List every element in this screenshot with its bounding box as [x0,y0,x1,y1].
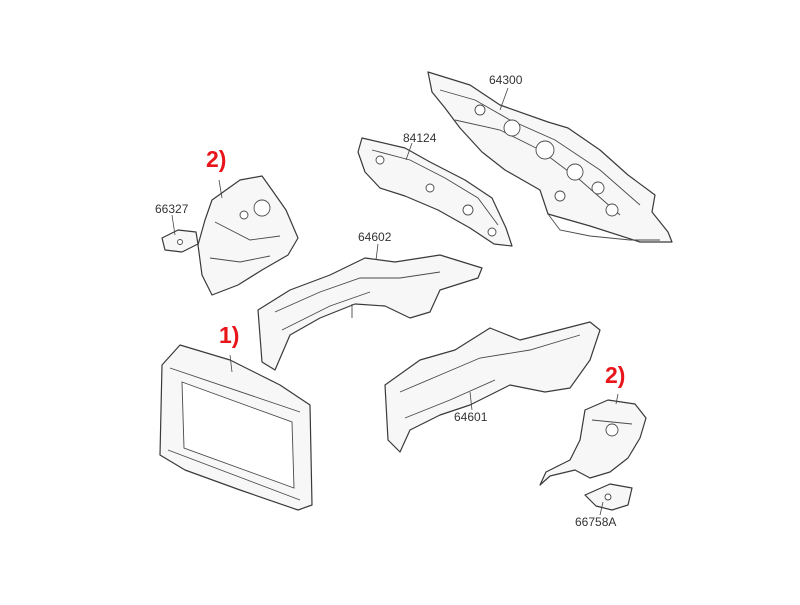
callout-radiator-support: 1) [219,322,240,348]
insulator-84124 [357,137,513,247]
part-label-66758a: 66758A [575,515,617,529]
part-label-84124: 84124 [403,131,437,145]
leader-callout-radiator [229,354,233,373]
leader-64601 [469,391,473,411]
bracket-66758a [584,483,633,511]
leader-callout-right [615,393,619,405]
leader-64602 [375,243,379,261]
side-member-64602 [257,254,483,371]
leader-64300 [499,87,509,111]
dash-panel-64300 [427,71,673,243]
leader-84124 [405,142,413,161]
leader-callout-left [218,179,223,199]
radiator-support [159,344,313,511]
part-label-64300: 64300 [489,73,523,87]
part-label-64601: 64601 [454,410,488,424]
callout-fender-apron-right: 2) [605,362,626,388]
leader-66758a [599,501,604,516]
bracket-66327 [161,229,199,253]
side-member-64601 [384,321,601,453]
leader-lines [171,87,619,516]
fender-apron-right [539,399,647,486]
part-label-64602: 64602 [358,230,392,244]
fender-apron-left [197,175,299,296]
leader-66327 [171,214,176,236]
part-label-66327: 66327 [155,202,189,216]
callout-fender-apron-left: 2) [206,146,227,172]
